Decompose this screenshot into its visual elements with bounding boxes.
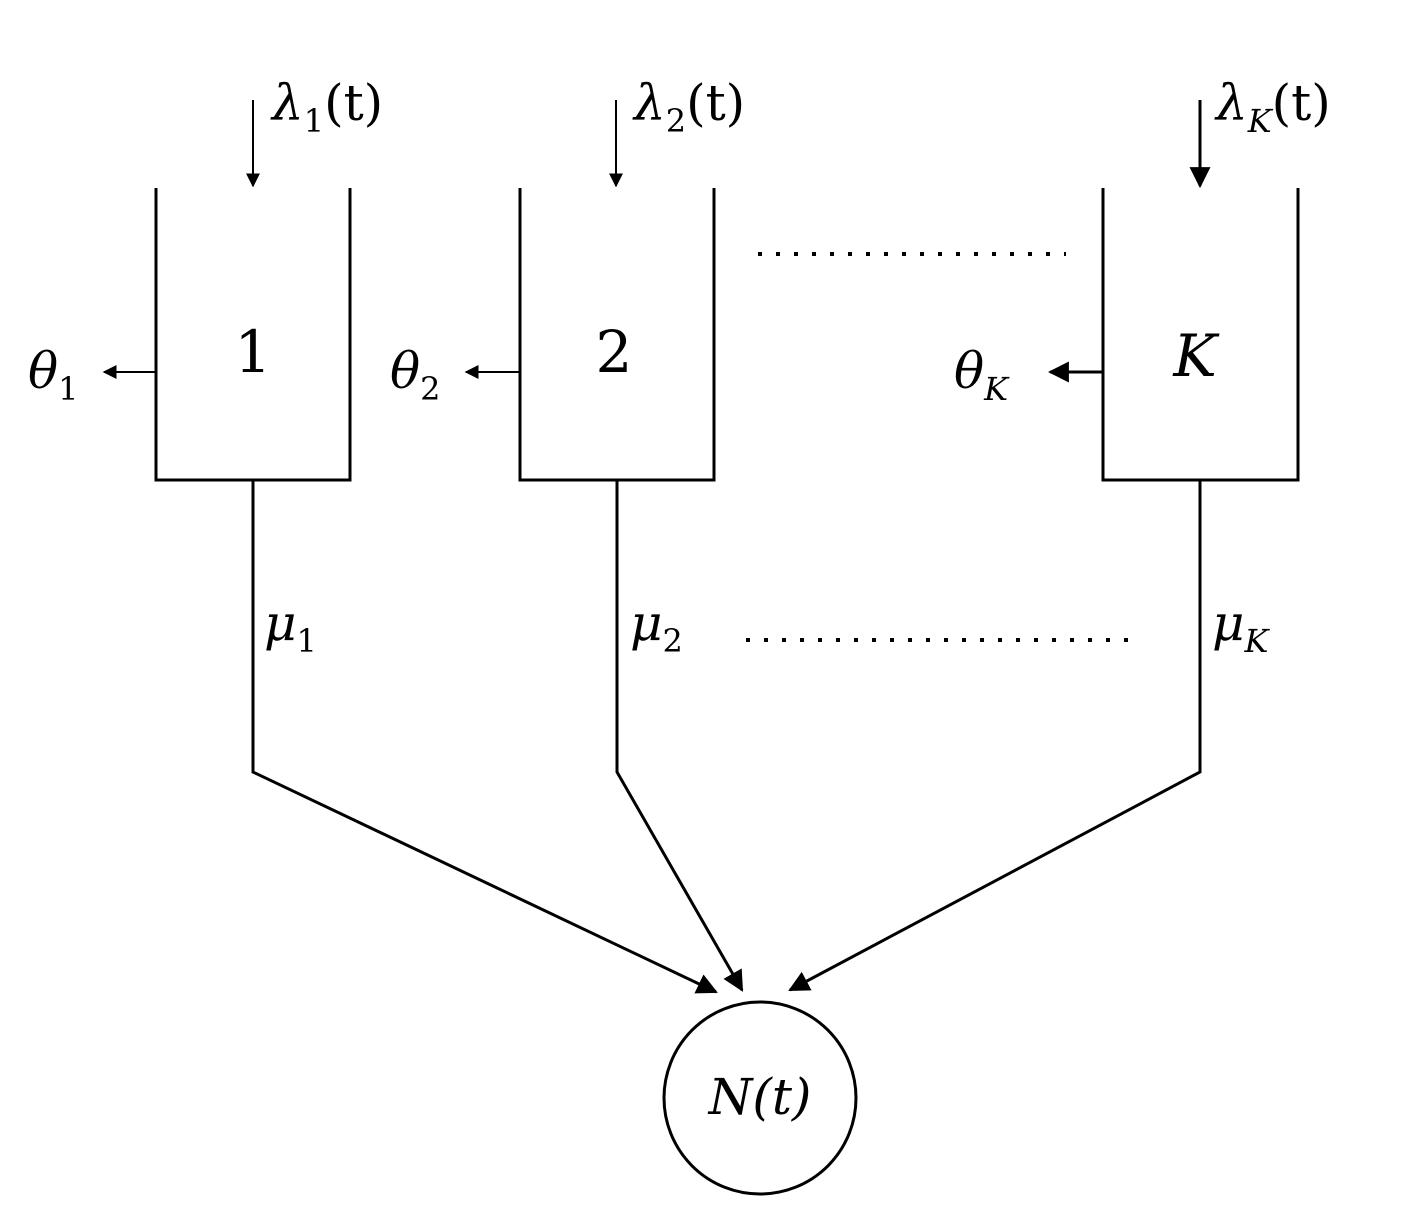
queue-2: λ2(t) 2 θ2 μ2 xyxy=(390,74,745,992)
abandon-rate-1: θ1 xyxy=(28,342,78,408)
arrival-rate-k: λK(t) xyxy=(1214,74,1331,140)
output-circle xyxy=(662,1000,858,1196)
arrival-rate-1: λ1(t) xyxy=(270,74,383,140)
abandon-rate-2: θ2 xyxy=(390,342,440,408)
queue-label-2: 2 xyxy=(596,318,633,386)
output-node: N(t) xyxy=(662,1000,858,1196)
output-label: N(t) xyxy=(708,1068,812,1126)
service-path-2 xyxy=(615,480,744,992)
service-rate-1: μ1 xyxy=(264,594,317,660)
arrival-rate-2: λ2(t) xyxy=(632,74,745,140)
service-rate-2: μ2 xyxy=(630,594,683,660)
queue-1: λ1(t) 1 θ1 μ1 xyxy=(28,74,718,994)
abandon-rate-k: θK xyxy=(954,342,1010,408)
service-rate-k: μK xyxy=(1212,594,1271,660)
queue-label-1: 1 xyxy=(235,318,272,386)
queue-label-k: K xyxy=(1172,322,1220,390)
service-path-1 xyxy=(251,480,718,994)
queue-k: λK(t) K θK μK xyxy=(788,74,1331,992)
service-path-k xyxy=(788,480,1202,992)
